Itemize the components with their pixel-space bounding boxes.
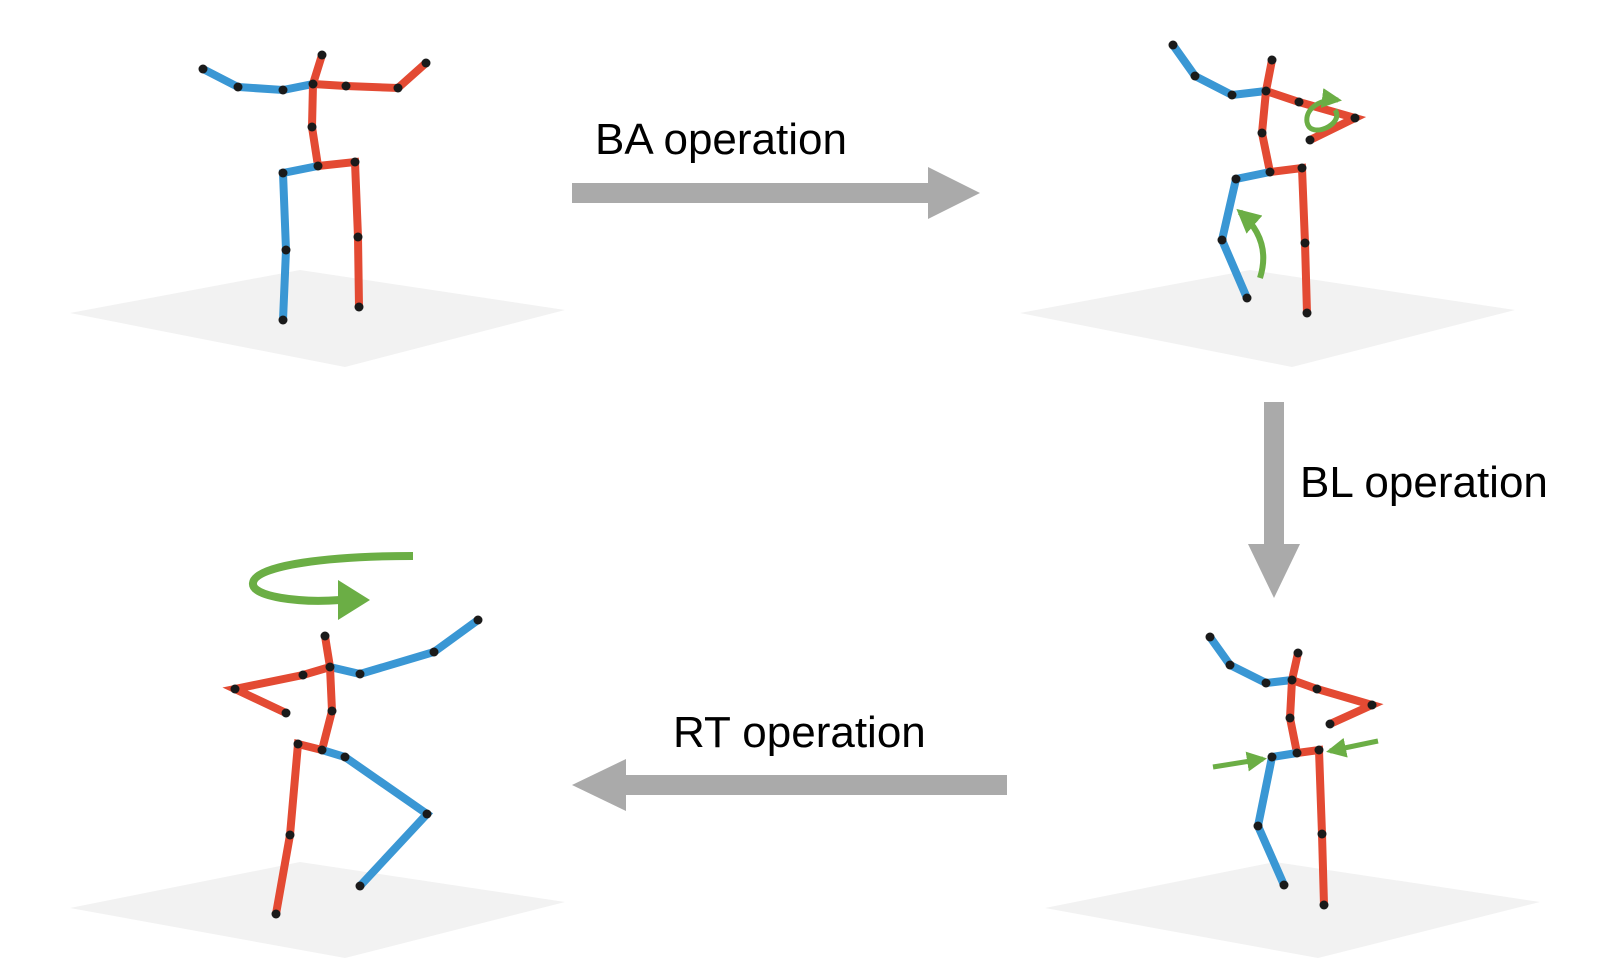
bl-operation-label: BL operation (1300, 458, 1548, 507)
ba-elbow-rotation-arrow (1304, 88, 1342, 133)
skeleton-bl (1205, 632, 1384, 910)
rt-operation-label: RT operation (673, 708, 926, 757)
bl-right-compress-arrow (1326, 737, 1379, 758)
ground-plane-top-right (1020, 270, 1515, 367)
skeleton-ba (1168, 40, 1367, 318)
bl-flow-arrow (1248, 402, 1300, 598)
skeleton-rt (222, 615, 483, 919)
ba-operation-label: BA operation (595, 115, 847, 164)
rt-rotation-arrow (249, 552, 414, 620)
ground-plane-bottom-right (1045, 862, 1540, 958)
ba-knee-rotation-arrow (1236, 208, 1267, 279)
ba-flow-arrow (572, 167, 980, 219)
ground-plane-bottom-left (70, 862, 565, 958)
ground-plane-top-left (70, 270, 565, 367)
rt-flow-arrow (572, 759, 1007, 811)
skeleton-original (198, 50, 431, 325)
bl-left-compress-arrow (1212, 751, 1267, 772)
